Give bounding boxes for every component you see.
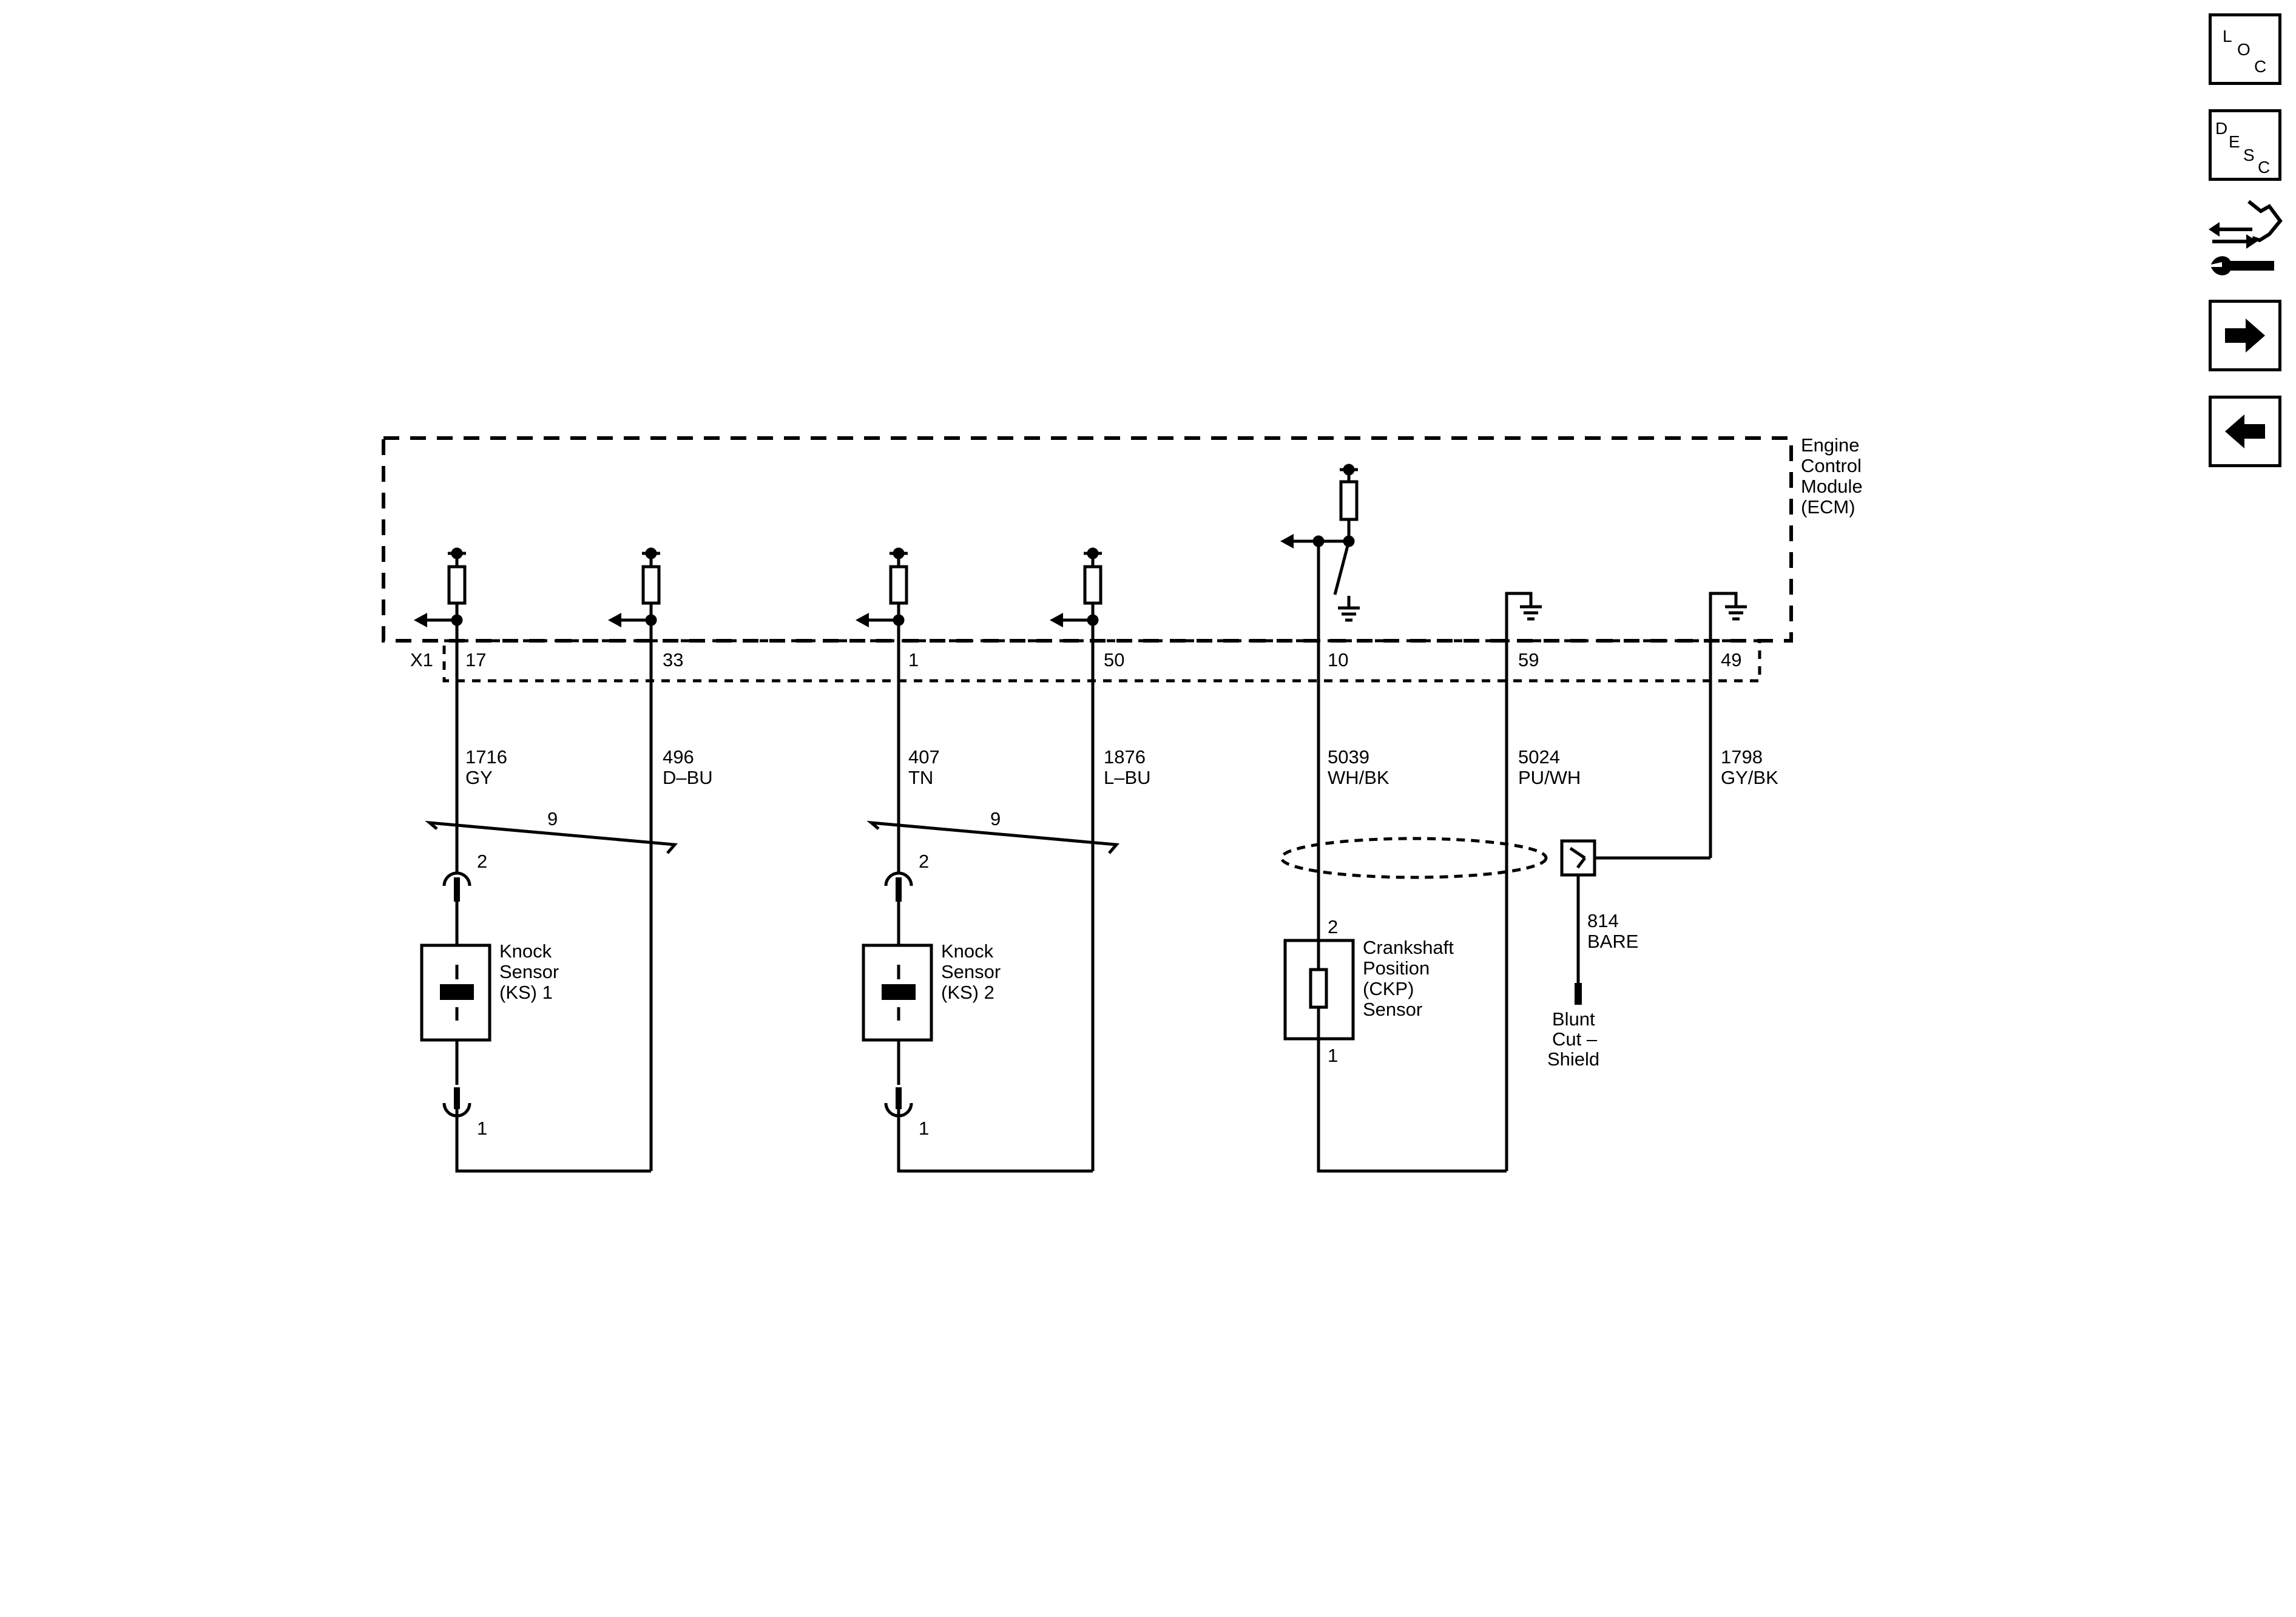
connector-x1-label: X1 — [410, 649, 433, 670]
pin-label: 1 — [908, 649, 919, 670]
ckp-name-line-2: Position — [1363, 957, 1430, 979]
shield-circuit-color: BARE — [1587, 931, 1638, 952]
location-button[interactable]: L O C — [2209, 13, 2281, 85]
ks1-name-line-1: Knock — [499, 940, 552, 962]
ckp-name-line-4: Sensor — [1363, 999, 1422, 1020]
back-button[interactable] — [2209, 396, 2281, 467]
ecm-module: Engine Control Module (ECM) X1 — [382, 434, 1863, 683]
ckp-input-circuit — [1291, 464, 1360, 622]
ks1-name-line-2: Sensor — [499, 961, 559, 982]
circuit-color: PU/WH — [1518, 767, 1581, 788]
shield-end-line-2: Cut – — [1552, 1028, 1598, 1050]
ks2-name-line-2: Sensor — [941, 961, 1001, 982]
ecm-input-circuits — [425, 547, 1102, 626]
ckp-name-line-3: (CKP) — [1363, 978, 1414, 999]
ecm-name-line-3: Module — [1801, 476, 1863, 497]
pin-label: 10 — [1328, 649, 1348, 670]
ckp-sensor: 2 1 Crankshaft Position (CKP) Sensor — [1283, 916, 1454, 1066]
pin-label: 49 — [1721, 649, 1741, 670]
arrow-right-icon — [2225, 319, 2265, 353]
shield-end-line-3: Shield — [1547, 1048, 1599, 1070]
circuit-color: L–BU — [1104, 767, 1151, 788]
ecm-name-line-2: Control — [1801, 455, 1862, 476]
ks1-pin-bottom: 1 — [477, 1118, 487, 1139]
pin-label: 50 — [1104, 649, 1124, 670]
ground-symbols — [1505, 592, 1747, 675]
next-button[interactable] — [2209, 300, 2281, 371]
description-icon: D E S C — [2215, 119, 2270, 177]
wires — [425, 541, 1712, 1173]
description-button[interactable]: D E S C — [2209, 109, 2281, 181]
signal-arrows — [414, 534, 1294, 627]
circuit-number: 5039 — [1328, 746, 1369, 768]
ecm-name-line-1: Engine — [1801, 434, 1860, 456]
shield-circuit-number: 814 — [1587, 910, 1619, 931]
ks2-pin-bottom: 1 — [919, 1118, 929, 1139]
pin-labels: 17 33 1 50 10 59 49 — [465, 649, 1741, 670]
location-icon: L O C — [2223, 27, 2266, 76]
twist-label: 9 — [990, 808, 1001, 829]
desc-letter-d: D — [2215, 119, 2227, 138]
circuit-number: 5024 — [1518, 746, 1560, 768]
desc-letter-s: S — [2243, 146, 2255, 164]
shield-end-line-1: Blunt — [1552, 1008, 1595, 1030]
circuit-color: TN — [908, 767, 933, 788]
knock-sensor-2: 2 1 Knock Sensor (KS) 2 — [862, 851, 1001, 1139]
pin-label: 59 — [1518, 649, 1539, 670]
ckp-pin-bottom: 1 — [1328, 1045, 1338, 1066]
pin-label: 33 — [663, 649, 683, 670]
shield-drain-end — [1575, 983, 1582, 1005]
ecm-name-line-4: (ECM) — [1801, 496, 1855, 518]
ks2-pin-top: 2 — [919, 851, 929, 872]
ks2-name-line-3: (KS) 2 — [941, 982, 994, 1003]
arrow-left-icon — [2225, 414, 2265, 448]
loc-letter-l: L — [2223, 27, 2232, 46]
ckp-name-line-1: Crankshaft — [1363, 937, 1454, 958]
circuit-color: GY — [465, 767, 493, 788]
connector-tool-button[interactable] — [2206, 198, 2285, 283]
circuit-color: WH/BK — [1328, 767, 1389, 788]
loc-letter-o: O — [2237, 40, 2250, 59]
knock-sensor-1: 2 1 Knock Sensor (KS) 1 — [420, 851, 559, 1139]
circuit-number: 496 — [663, 746, 694, 768]
loc-letter-c: C — [2254, 57, 2266, 76]
pin-label: 17 — [465, 649, 486, 670]
ckp-pin-top: 2 — [1328, 916, 1338, 937]
ks1-pin-top: 2 — [477, 851, 487, 872]
circuit-number: 1798 — [1721, 746, 1763, 768]
connector-tool-icon — [2209, 200, 2283, 275]
circuit-number: 1716 — [465, 746, 507, 768]
circuit-color: D–BU — [663, 767, 713, 788]
ks2-name-line-1: Knock — [941, 940, 994, 962]
twist-label: 9 — [547, 808, 558, 829]
circuit-number: 407 — [908, 746, 940, 768]
ks1-name-line-3: (KS) 1 — [499, 982, 553, 1003]
circuit-number: 1876 — [1104, 746, 1146, 768]
circuit-labels: 1716 GY 496 D–BU 407 TN 1876 L–BU 5039 W… — [465, 746, 1778, 1070]
desc-letter-e: E — [2229, 132, 2240, 151]
desc-letter-c: C — [2258, 158, 2270, 177]
circuit-color: GY/BK — [1721, 767, 1778, 788]
